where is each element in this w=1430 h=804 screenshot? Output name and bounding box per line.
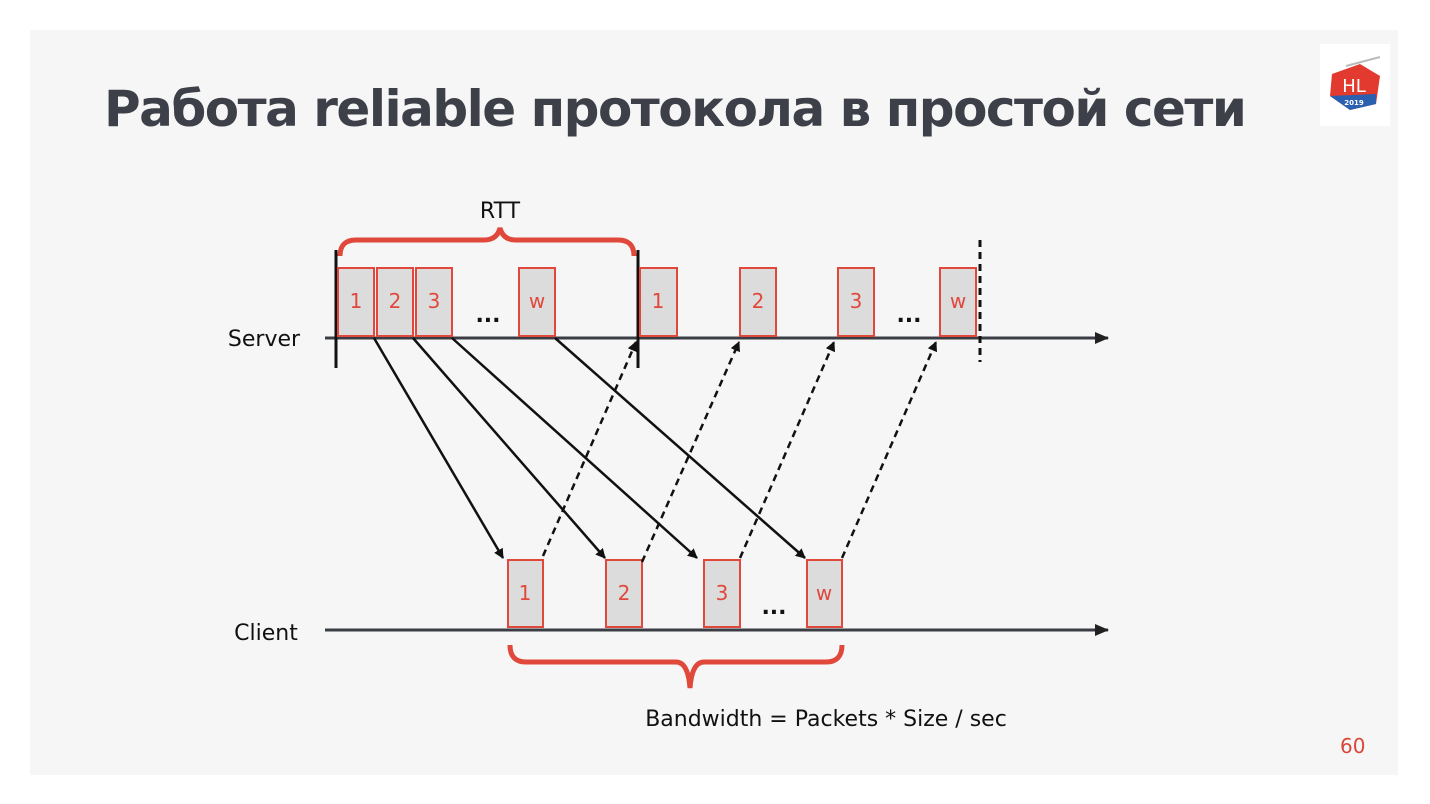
svg-text:1: 1 bbox=[519, 581, 532, 605]
svg-text:HL: HL bbox=[1342, 76, 1366, 97]
bandwidth-formula: Bandwidth = Packets * Size / sec bbox=[645, 707, 1007, 732]
ack-arrow bbox=[738, 341, 836, 559]
svg-text:w: w bbox=[950, 289, 966, 313]
bandwidth-brace bbox=[507, 644, 845, 689]
ack-arrow bbox=[840, 341, 938, 559]
svg-text:3: 3 bbox=[428, 289, 441, 313]
data-arrow bbox=[412, 337, 606, 559]
client-packet: 1 bbox=[507, 559, 544, 628]
svg-text:2: 2 bbox=[389, 289, 402, 313]
server-packet: 2 bbox=[376, 267, 414, 337]
rtt-label: RTT bbox=[480, 199, 521, 224]
svg-text:1: 1 bbox=[350, 289, 363, 313]
svg-text:2: 2 bbox=[618, 581, 631, 605]
highload-logo: HL 2019 bbox=[1320, 44, 1390, 126]
server-packet: 1 bbox=[639, 267, 678, 337]
server-packet: 3 bbox=[837, 267, 875, 337]
slide-title: Работа reliable протокола в простой сети bbox=[104, 80, 1247, 138]
data-arrow bbox=[451, 337, 698, 559]
data-arrow bbox=[372, 337, 505, 559]
svg-text:3: 3 bbox=[716, 581, 729, 605]
ellipsis: ... bbox=[896, 303, 921, 328]
server-packet: 3 bbox=[415, 267, 453, 337]
ack-arrow bbox=[541, 341, 638, 557]
server-label: Server bbox=[228, 327, 301, 352]
ellipsis: ... bbox=[475, 303, 500, 328]
svg-text:3: 3 bbox=[850, 289, 863, 313]
server-packet: w bbox=[518, 267, 556, 337]
client-packet: 2 bbox=[605, 559, 643, 628]
page-number: 60 bbox=[1340, 734, 1366, 758]
svg-text:2019: 2019 bbox=[1344, 99, 1364, 107]
slide-background bbox=[30, 30, 1398, 775]
ack-arrow bbox=[640, 341, 741, 563]
server-packet: 1 bbox=[337, 267, 375, 337]
client-packet: w bbox=[806, 559, 843, 628]
client-label: Client bbox=[234, 621, 298, 646]
server-packet: w bbox=[939, 267, 977, 337]
rtt-brace bbox=[337, 227, 637, 257]
logo-icon: HL 2019 bbox=[1330, 56, 1381, 110]
ellipsis: ... bbox=[761, 595, 786, 620]
svg-text:w: w bbox=[816, 581, 832, 605]
data-arrow bbox=[554, 337, 806, 559]
svg-text:2: 2 bbox=[752, 289, 765, 313]
svg-text:w: w bbox=[529, 289, 545, 313]
svg-text:1: 1 bbox=[652, 289, 665, 313]
server-packet: 2 bbox=[739, 267, 777, 337]
client-packet: 3 bbox=[703, 559, 741, 628]
